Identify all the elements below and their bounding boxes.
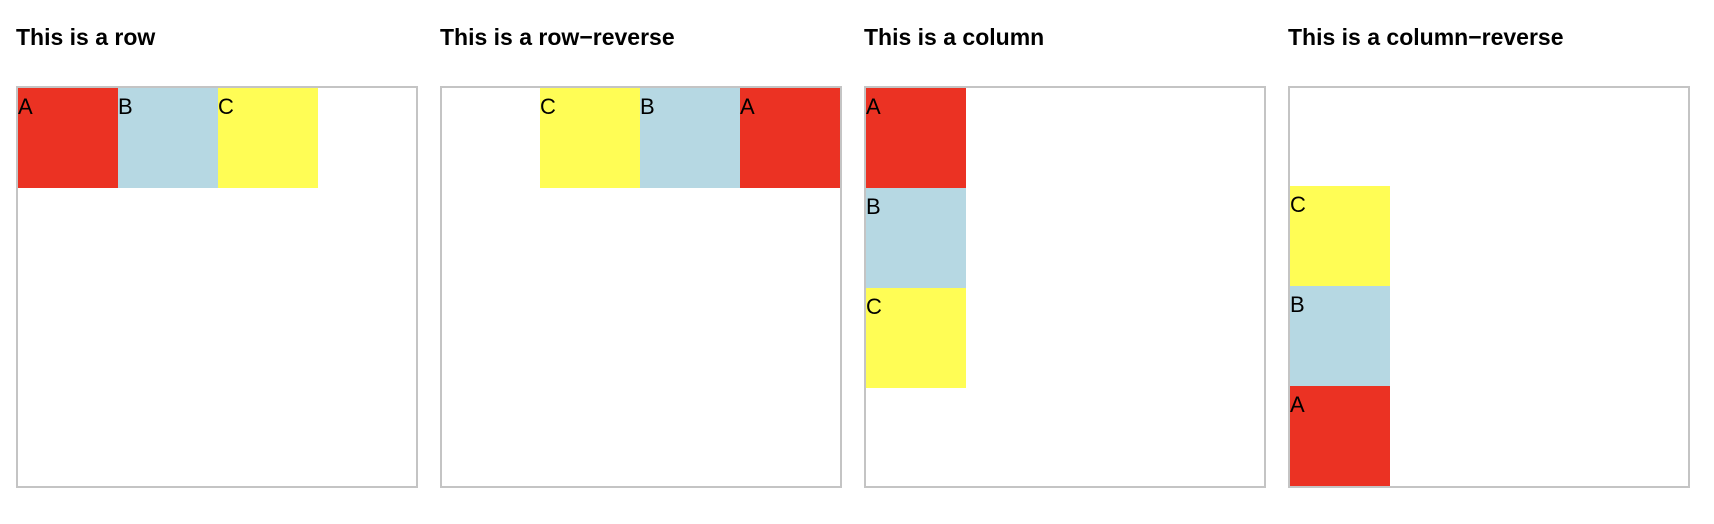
flex-item-b: B (1290, 286, 1390, 386)
panel-title: This is a row (16, 24, 156, 50)
panel-title: This is a row−reverse (440, 24, 675, 50)
panel-title: This is a column−reverse (1288, 24, 1564, 50)
flex-item-c: C (540, 88, 640, 188)
flex-item-a: A (740, 88, 840, 188)
flex-container-column: A B C (864, 86, 1266, 488)
flex-item-a: A (1290, 386, 1390, 486)
flex-item-b: B (866, 188, 966, 288)
flex-item-b: B (118, 88, 218, 188)
flex-item-c: C (218, 88, 318, 188)
flex-item-a: A (18, 88, 118, 188)
flex-container-row-reverse: A B C (440, 86, 842, 488)
flex-container-column-reverse: A B C (1288, 86, 1690, 488)
flex-item-c: C (866, 288, 966, 388)
panel-title: This is a column (864, 24, 1045, 50)
flex-item-c: C (1290, 186, 1390, 286)
flex-container-row: A B C (16, 86, 418, 488)
flex-item-a: A (866, 88, 966, 188)
flex-item-b: B (640, 88, 740, 188)
